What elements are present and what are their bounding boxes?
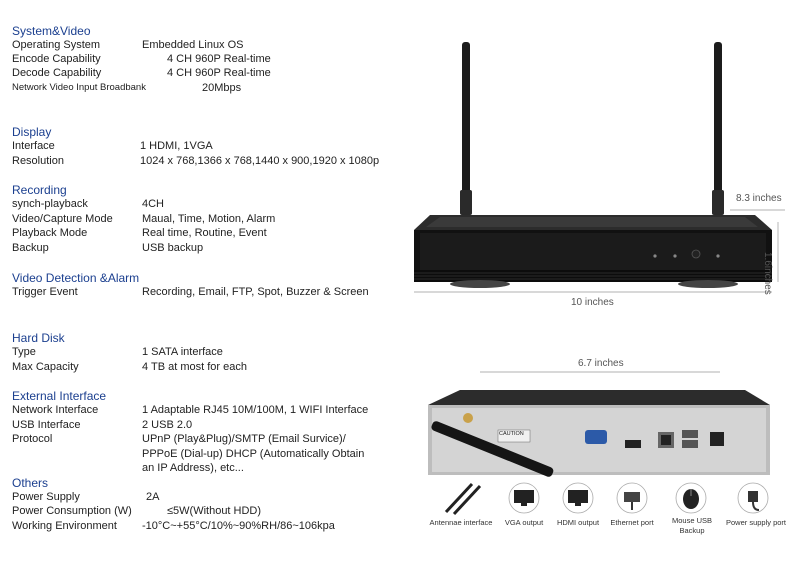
spec-key: Power Consumption (W): [12, 505, 132, 517]
antenna-back: [431, 413, 554, 477]
section-title-system: System&Video: [12, 24, 91, 38]
spec-key: Max Capacity: [12, 361, 79, 373]
section-title-external: External Interface: [12, 389, 107, 403]
monitor-icon: [508, 482, 540, 514]
spec-row: Operating System Embedded Linux OS: [12, 39, 412, 53]
spec-value: USB backup: [142, 242, 204, 254]
spec-key: Decode Capability: [12, 67, 102, 79]
power-plug-icon: [737, 482, 769, 514]
spec-row: Backup USB backup: [12, 242, 412, 256]
spec-value: 4 CH 960P Real-time: [167, 53, 271, 65]
spec-row: Network Video Input Broadbank 20Mbps: [12, 82, 412, 96]
spec-value: 1 SATA interface: [142, 346, 223, 358]
dimension-height: 1.6inches: [762, 252, 773, 295]
spec-value: 20Mbps: [202, 82, 242, 94]
spec-key: Backup: [12, 242, 49, 254]
spec-row: Trigger Event Recording, Email, FTP, Spo…: [12, 286, 412, 300]
dimension-back-width: 6.7 inches: [578, 358, 624, 369]
spec-value: Maual, Time, Motion, Alarm: [142, 213, 276, 225]
spec-row: USB Interface 2 USB 2.0: [12, 419, 412, 433]
port-label-ethernet: Ethernet port: [610, 518, 654, 527]
spec-row: Video/Capture Mode Maual, Time, Motion, …: [12, 213, 412, 227]
ethernet-icon: [616, 482, 648, 514]
spec-key: synch-playback: [12, 198, 88, 210]
spec-row: synch-playback 4CH: [12, 198, 412, 212]
spec-value: Recording, Email, FTP, Spot, Buzzer & Sc…: [142, 286, 369, 298]
spec-value: 1024 x 768,1366 x 768,1440 x 900,1920 x …: [140, 155, 380, 167]
spec-key: Network Video Input Broadbank: [12, 82, 146, 93]
antenna-icon: [444, 482, 482, 516]
spec-key: Trigger Event: [12, 286, 78, 298]
section-title-others: Others: [12, 476, 49, 490]
section-title-alarm: Video Detection &Alarm: [12, 271, 140, 285]
port-label-mouse-sub: Backup: [679, 526, 705, 535]
spec-value: PPPoE (Dial-up) DHCP (Automatically Obta…: [142, 448, 365, 460]
spec-key: Resolution: [12, 155, 64, 167]
port-label-antenna: Antennae interface: [429, 518, 493, 527]
spec-value: -10°C~+55°C/10%~90%RH/86~106kpa: [142, 520, 335, 532]
spec-row: Network Interface 1 Adaptable RJ45 10M/1…: [12, 404, 412, 418]
spec-value: ≤5W(Without HDD): [167, 505, 262, 517]
monitor-icon: [562, 482, 594, 514]
spec-row: Max Capacity 4 TB at most for each: [12, 361, 412, 375]
spec-row: Resolution 1024 x 768,1366 x 768,1440 x …: [12, 155, 412, 169]
spec-value: 1 Adaptable RJ45 10M/100M, 1 WIFI Interf…: [142, 404, 369, 416]
section-title-display: Display: [12, 125, 52, 139]
spec-row: Encode Capability 4 CH 960P Real-time: [12, 53, 412, 67]
spec-value: 4 TB at most for each: [142, 361, 247, 373]
spec-row: PPPoE (Dial-up) DHCP (Automatically Obta…: [12, 448, 412, 462]
port-label-vga: VGA output: [504, 518, 544, 527]
spec-row: Power Consumption (W) ≤5W(Without HDD): [12, 505, 412, 519]
dimension-depth: 8.3 inches: [736, 193, 782, 204]
dimension-width: 10 inches: [571, 297, 614, 308]
spec-key: Power Supply: [12, 491, 80, 503]
device-front-view: [414, 42, 785, 293]
spec-row: Type 1 SATA interface: [12, 346, 412, 360]
spec-key: Playback Mode: [12, 227, 88, 239]
spec-value: 2A: [146, 491, 160, 503]
mouse-icon: [675, 482, 707, 514]
spec-row: Playback Mode Real time, Routine, Event: [12, 227, 412, 241]
spec-value: 1 HDMI, 1VGA: [140, 140, 213, 152]
spec-row: Power Supply 2A: [12, 491, 412, 505]
spec-key: Protocol: [12, 433, 53, 445]
antenna-left: [460, 42, 472, 215]
spec-key: USB Interface: [12, 419, 81, 431]
spec-key: Type: [12, 346, 36, 358]
spec-value: 4 CH 960P Real-time: [167, 67, 271, 79]
port-label-power: Power supply port: [725, 518, 787, 527]
spec-value: Embedded Linux OS: [142, 39, 244, 51]
spec-row: Interface 1 HDMI, 1VGA: [12, 140, 412, 154]
spec-row: Working Environment -10°C~+55°C/10%~90%R…: [12, 520, 412, 534]
spec-key: Interface: [12, 140, 55, 152]
spec-row: an IP Address), etc...: [12, 462, 412, 476]
caution-label: CAUTION: [499, 431, 524, 437]
spec-row: Decode Capability 4 CH 960P Real-time: [12, 67, 412, 81]
antenna-right: [712, 42, 724, 215]
spec-value: 4CH: [142, 198, 165, 210]
spec-key: Video/Capture Mode: [12, 213, 113, 225]
spec-key: Encode Capability: [12, 53, 101, 65]
spec-key: Working Environment: [12, 520, 117, 532]
spec-value: 2 USB 2.0: [142, 419, 193, 431]
port-label-mouse: Mouse USB: [671, 516, 713, 525]
spec-row: Protocol UPnP (Play&Plug)/SMTP (Email Su…: [12, 433, 412, 447]
spec-value: UPnP (Play&Plug)/SMTP (Email Survice)/: [142, 433, 346, 445]
section-title-recording: Recording: [12, 183, 67, 197]
spec-key: Network Interface: [12, 404, 99, 416]
port-label-hdmi: HDMI output: [556, 518, 600, 527]
device-back-view: [428, 371, 770, 477]
spec-value: Real time, Routine, Event: [142, 227, 267, 239]
spec-key: Operating System: [12, 39, 101, 51]
spec-value: an IP Address), etc...: [142, 462, 244, 474]
section-title-harddisk: Hard Disk: [12, 331, 65, 345]
